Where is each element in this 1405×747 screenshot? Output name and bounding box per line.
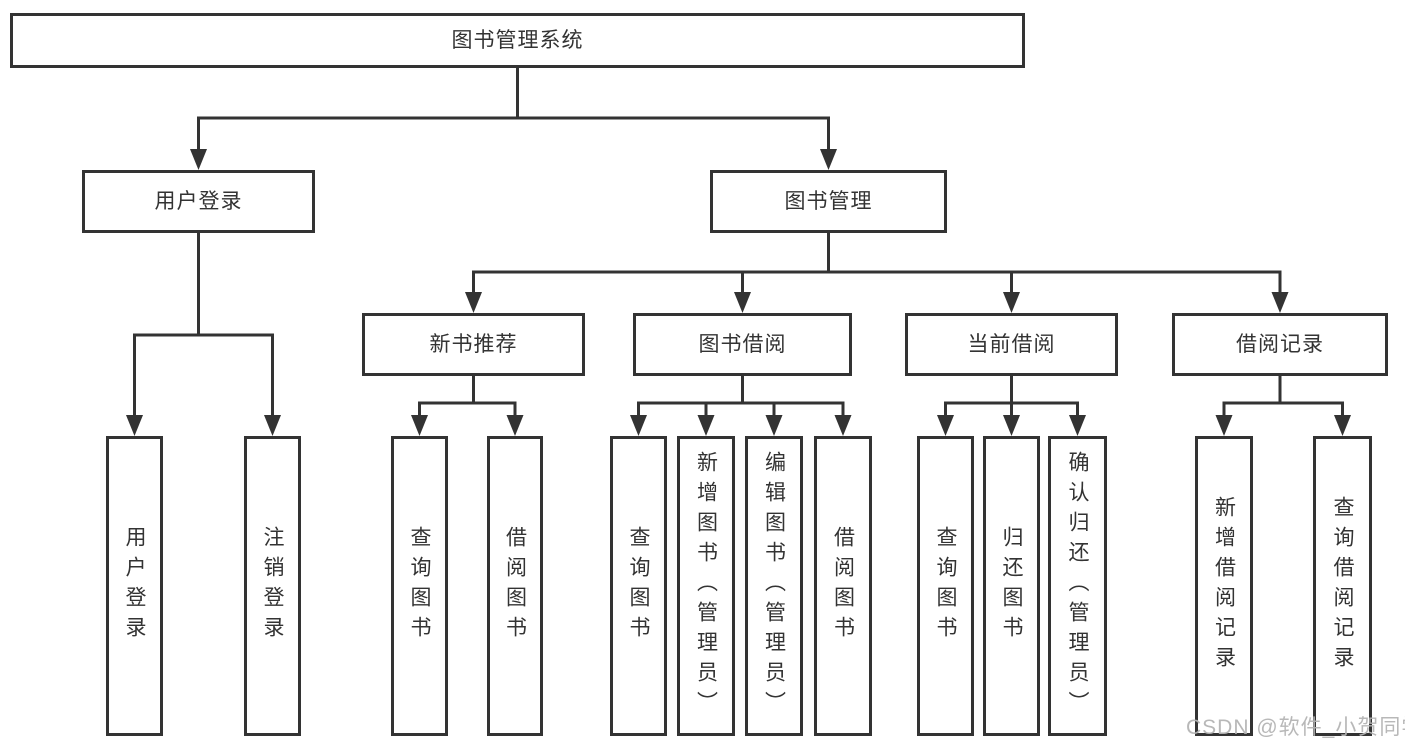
leaf-borrow-books-1: 借阅图书 (487, 436, 543, 736)
node-root-system: 图书管理系统 (10, 13, 1025, 68)
leaf-label: 查询图书 (627, 526, 650, 646)
leaf-label: 归还图书 (1000, 526, 1023, 646)
connector-borrowrecords-to-leaves (1215, 376, 1351, 436)
leaf-user-login: 用户登录 (106, 436, 163, 736)
leaf-confirm-return-admin: 确认归还（管理员） (1048, 436, 1107, 736)
connector-bookborrow-to-leaves (630, 376, 852, 436)
node-new-book-recommend: 新书推荐 (362, 313, 585, 376)
leaf-return-books: 归还图书 (983, 436, 1040, 736)
leaf-add-borrow-record: 新增借阅记录 (1195, 436, 1253, 736)
leaf-query-books-3: 查询图书 (917, 436, 974, 736)
leaf-label: 编辑图书（管理员） (762, 451, 786, 721)
leaf-label: 借阅图书 (831, 526, 855, 646)
csdn-watermark: CSDN @软件_小贺同学 (1186, 716, 1405, 739)
leaf-label: 查询图书 (934, 526, 957, 646)
leaf-label: 借阅图书 (503, 526, 527, 646)
connector-bookmgmt-to-level2 (465, 233, 1289, 313)
leaf-edit-books-admin: 编辑图书（管理员） (745, 436, 803, 736)
connector-currentborrow-to-leaves (937, 376, 1086, 436)
leaf-label: 查询借阅记录 (1331, 496, 1354, 676)
connector-newbook-to-leaves (411, 376, 524, 436)
connector-userlogin-to-leaves (126, 233, 281, 436)
node-current-borrow: 当前借阅 (905, 313, 1118, 376)
node-borrow-records: 借阅记录 (1172, 313, 1388, 376)
leaf-label: 注销登录 (261, 526, 284, 646)
leaf-query-books-1: 查询图书 (391, 436, 448, 736)
leaf-label: 用户登录 (123, 526, 146, 646)
leaf-borrow-books-2: 借阅图书 (814, 436, 872, 736)
leaf-label: 查询图书 (408, 526, 431, 646)
leaf-label: 确认归还（管理员） (1066, 451, 1089, 721)
leaf-label: 新增借阅记录 (1212, 496, 1236, 676)
node-book-borrow: 图书借阅 (633, 313, 852, 376)
leaf-label: 新增图书（管理员） (694, 451, 718, 721)
node-book-management: 图书管理 (710, 170, 947, 233)
leaf-query-books-2: 查询图书 (610, 436, 667, 736)
leaf-query-borrow-record: 查询借阅记录 (1313, 436, 1372, 736)
node-user-login: 用户登录 (82, 170, 315, 233)
connector-root-to-level1 (190, 68, 837, 170)
leaf-add-books-admin: 新增图书（管理员） (677, 436, 735, 736)
leaf-logout: 注销登录 (244, 436, 301, 736)
